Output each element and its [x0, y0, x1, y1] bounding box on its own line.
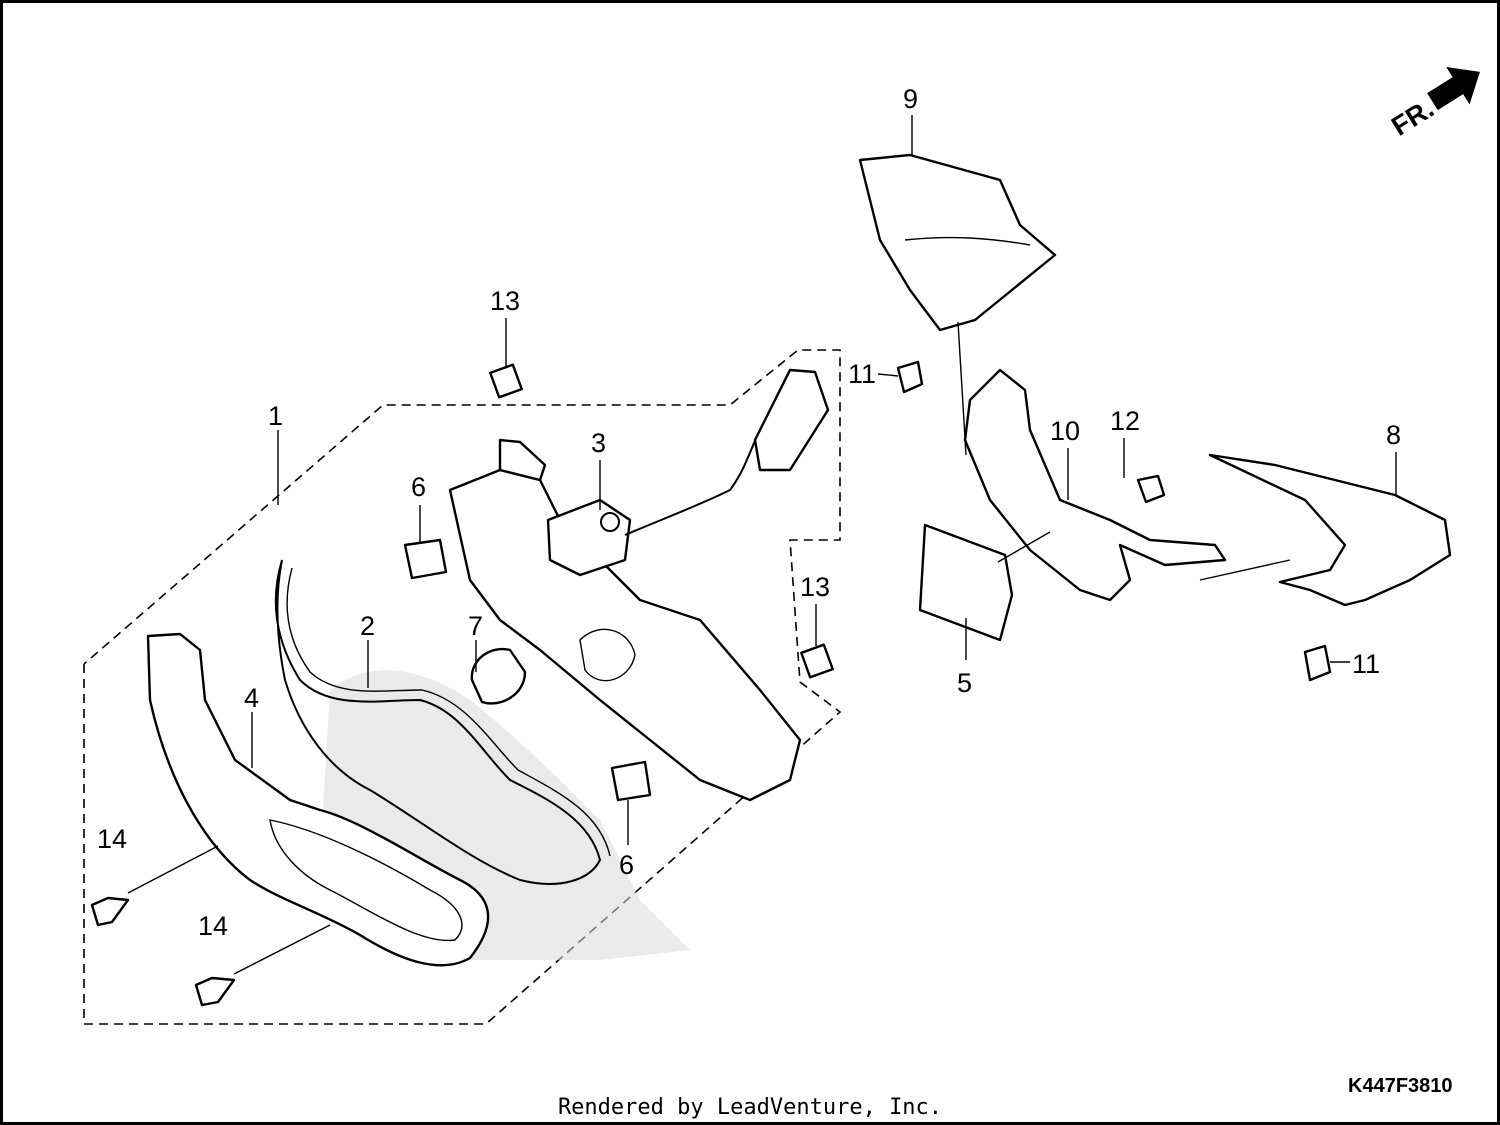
reference-line-side: [1199, 559, 1291, 581]
part-9-cover: [858, 153, 1057, 332]
part-13-nut-right: [800, 643, 834, 679]
part-11-clip-lower: [1303, 644, 1332, 682]
part-4-housing: [146, 632, 490, 967]
part-3-socket-ring: [579, 628, 636, 682]
reference-line-cover: [957, 321, 967, 456]
part-4-inner-lens: [269, 819, 463, 942]
callout-2: 2: [360, 611, 375, 641]
callout-6-upper: 6: [411, 472, 426, 502]
render-credit: Rendered by LeadVenture, Inc.: [558, 1095, 942, 1120]
callout-11-upper: 11: [848, 359, 876, 389]
front-marker-label: FR.: [1386, 93, 1439, 141]
part-3-base: [448, 468, 802, 802]
part-14-screw-upper: [90, 896, 130, 927]
part-9-cover-edge: [904, 236, 1031, 246]
callout-6-lower: 6: [619, 850, 634, 880]
callout-5: 5: [957, 668, 972, 698]
callout-10: 10: [1050, 416, 1080, 446]
part-3-housing-box: [546, 498, 632, 577]
part-10-bracket: [963, 368, 1227, 602]
part-11-clip-upper: [896, 360, 924, 394]
callout-14-upper: 14: [97, 824, 127, 854]
diagram-code: K447F3810: [1348, 1075, 1453, 1097]
front-direction-marker: FR.: [1386, 67, 1480, 142]
part-3-bracket: [498, 438, 547, 482]
callout-1: 1: [268, 401, 283, 431]
callout-8: 8: [1386, 420, 1401, 450]
callout-4: 4: [244, 683, 259, 713]
leader-11-upper: [877, 373, 899, 377]
part-13-nut-top: [489, 363, 523, 399]
part-8-cover: [1208, 453, 1452, 607]
part-14-leader-lower: [233, 924, 331, 975]
front-arrow-icon: [1427, 67, 1480, 111]
part-3-wire: [624, 429, 761, 536]
part-5-reflector: [918, 523, 1014, 642]
callout-13-right: 13: [800, 572, 830, 602]
part-6-bulb-upper: [403, 538, 448, 580]
callout-9: 9: [903, 84, 918, 114]
part-5-leader: [997, 531, 1051, 563]
callout-13-top: 13: [490, 286, 520, 316]
part-14-screw-lower: [194, 976, 236, 1007]
part-2-gasket-inner: [286, 567, 611, 857]
assembly-outline: [83, 349, 842, 1025]
part-2-gasket: [274, 559, 602, 885]
part-6-bulb-lower: [610, 760, 652, 802]
part-3-connector: [753, 368, 830, 472]
callout-11-lower: 11: [1352, 649, 1380, 679]
callout-12: 12: [1110, 406, 1140, 436]
part-14-leader-upper: [127, 845, 219, 894]
callout-7: 7: [468, 611, 483, 641]
callout-14-lower: 14: [198, 911, 228, 941]
callout-3: 3: [591, 428, 606, 458]
part-12-clip: [1136, 474, 1166, 504]
part-3-mount-hole: [600, 512, 620, 532]
part-7-bulb: [470, 647, 527, 705]
